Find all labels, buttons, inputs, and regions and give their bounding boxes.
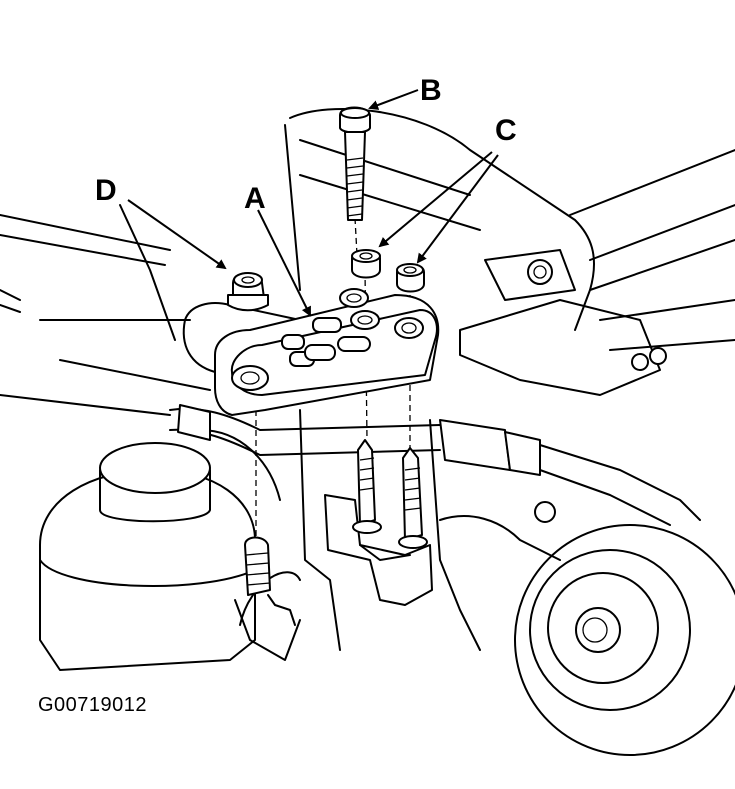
stud-lower-left [244, 536, 296, 626]
label-c: C [495, 114, 517, 147]
label-b: B [420, 74, 442, 107]
engine-background [0, 107, 735, 756]
nuts-c [351, 249, 425, 293]
label-d: D [95, 174, 117, 207]
arrow-c-right [416, 154, 499, 264]
mount-bracket [214, 288, 440, 416]
label-a: A [244, 182, 266, 215]
leader-arrows [127, 89, 499, 317]
arrow-c-left [378, 151, 493, 248]
bolt-b [339, 106, 371, 221]
nut-c-right [396, 263, 425, 293]
arrow-d [127, 199, 227, 270]
stud-left [352, 439, 382, 534]
nut-d [227, 272, 269, 312]
mount-studs [244, 439, 428, 626]
figure-id: G00719012 [38, 694, 148, 716]
stud-right [398, 447, 428, 549]
nut-c-left [351, 249, 381, 279]
arrow-a [257, 209, 311, 317]
arrow-b [368, 89, 419, 110]
